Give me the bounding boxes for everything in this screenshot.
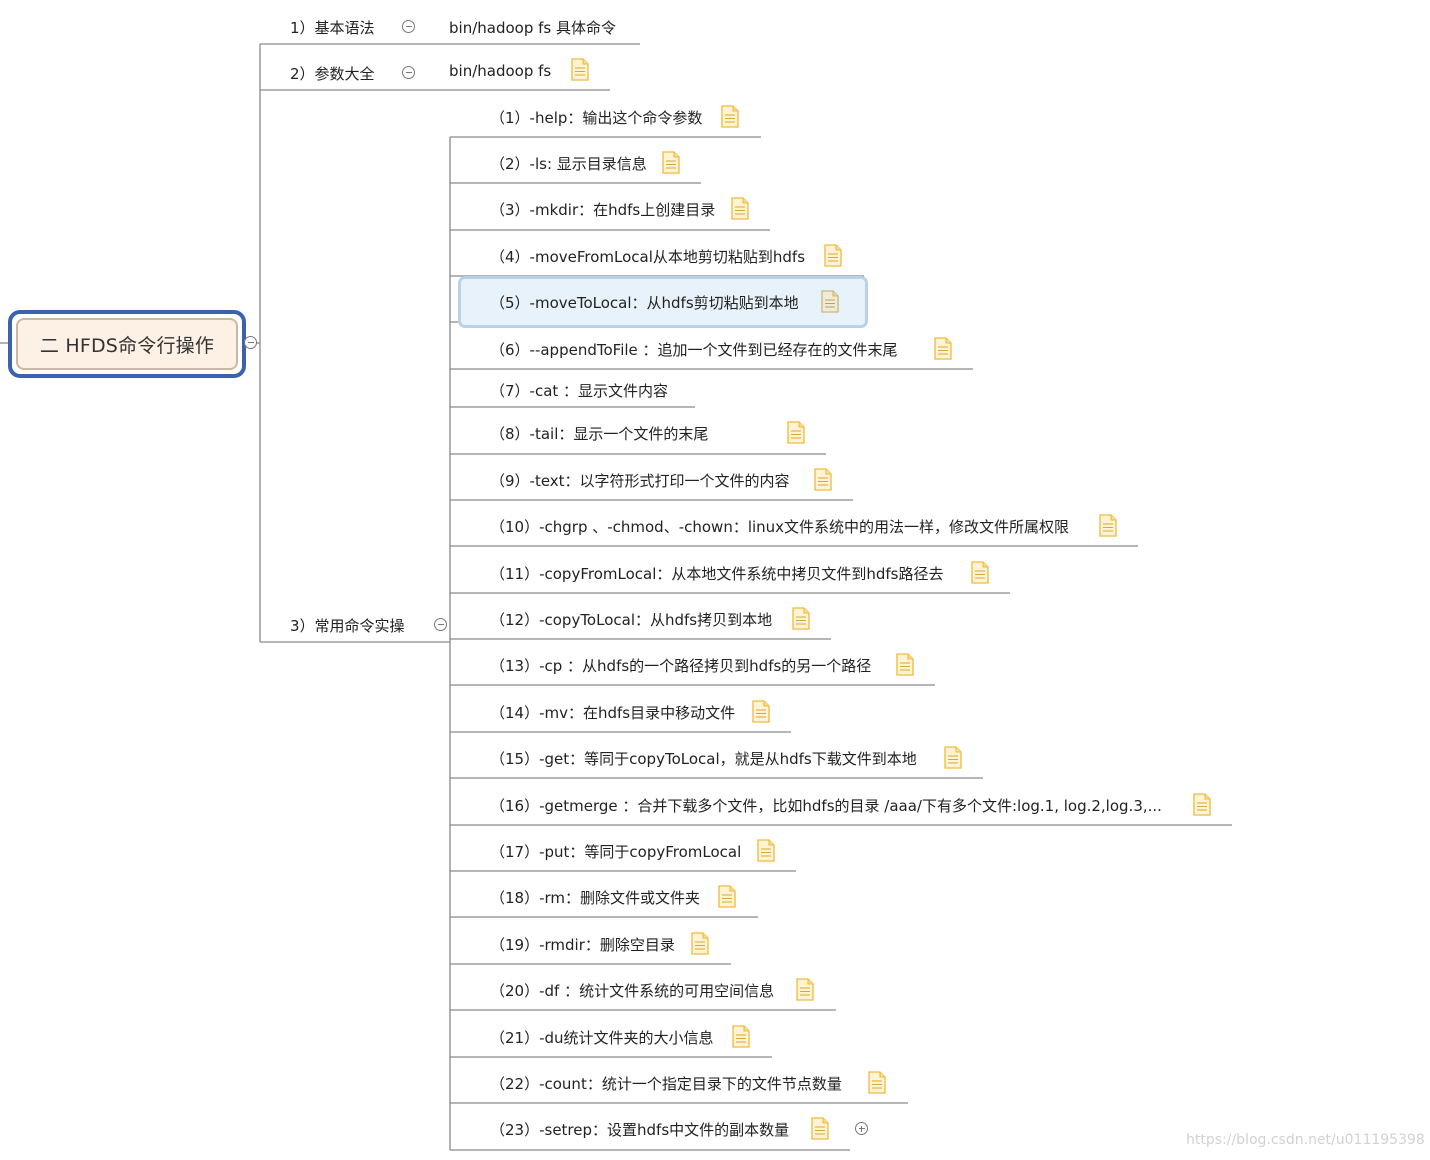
- note-icon[interactable]: [787, 421, 805, 444]
- command-topic-df[interactable]: （20）-df ：统计文件系统的可用空间信息: [490, 982, 775, 1000]
- note-icon[interactable]: [821, 290, 839, 313]
- command-topic-rm[interactable]: （18）-rm：删除文件或文件夹: [490, 889, 701, 907]
- note-icon[interactable]: [944, 746, 962, 769]
- note-icon[interactable]: [1099, 514, 1117, 537]
- note-icon[interactable]: [691, 932, 709, 955]
- note-icon[interactable]: [796, 978, 814, 1001]
- note-icon[interactable]: [752, 700, 770, 723]
- command-topic-tail[interactable]: （8）-tail：显示一个文件的末尾: [490, 425, 709, 443]
- note-icon[interactable]: [896, 653, 914, 676]
- note-icon[interactable]: [1193, 793, 1211, 816]
- command-topic-mv[interactable]: （14）-mv：在hdfs目录中移动文件: [490, 704, 736, 722]
- topic-parameters-detail[interactable]: bin/hadoop fs: [449, 62, 552, 80]
- command-topic-help[interactable]: （1）-help：输出这个命令参数: [490, 109, 703, 127]
- command-topic-cp[interactable]: （13）-cp ：从hdfs的一个路径拷贝到hdfs的另一个路径: [490, 657, 872, 675]
- command-topic-setrep[interactable]: （23）-setrep：设置hdfs中文件的副本数量: [490, 1121, 790, 1139]
- note-icon[interactable]: [934, 337, 952, 360]
- collapse-basic-syntax-icon[interactable]: [402, 20, 415, 33]
- note-icon[interactable]: [732, 1025, 750, 1048]
- root-topic-label: 二 HFDS命令行操作: [39, 334, 215, 357]
- note-icon[interactable]: [571, 58, 589, 81]
- note-icon[interactable]: [757, 839, 775, 862]
- note-icon[interactable]: [824, 244, 842, 267]
- command-topic-text[interactable]: （9）-text：以字符形式打印一个文件的内容: [490, 472, 790, 490]
- topic-basic-syntax-detail[interactable]: bin/hadoop fs 具体命令: [449, 19, 616, 37]
- note-icon[interactable]: [792, 607, 810, 630]
- topic-basic-syntax[interactable]: 1）基本语法: [290, 19, 375, 37]
- command-topic-movetolocal[interactable]: （5）-moveToLocal：从hdfs剪切粘贴到本地: [490, 294, 799, 312]
- note-icon[interactable]: [868, 1071, 886, 1094]
- note-icon[interactable]: [718, 885, 736, 908]
- command-topic-movefromlocal[interactable]: （4）-moveFromLocal从本地剪切粘贴到hdfs: [490, 248, 806, 266]
- collapse-parameters-icon[interactable]: [402, 66, 415, 79]
- note-icon[interactable]: [971, 561, 989, 584]
- command-topic-cat[interactable]: （7）-cat ：显示文件内容: [490, 382, 669, 400]
- root-topic-inner: 二 HFDS命令行操作: [16, 318, 238, 370]
- command-topic-appendtofile[interactable]: （6）--appendToFile ：追加一个文件到已经存在的文件末尾: [490, 341, 898, 359]
- watermark: https://blog.csdn.net/u011195398: [1186, 1132, 1425, 1148]
- root-topic[interactable]: 二 HFDS命令行操作: [8, 310, 246, 378]
- topic-common-commands[interactable]: 3）常用命令实操: [290, 617, 405, 635]
- collapse-common-commands-icon[interactable]: [434, 618, 447, 631]
- command-topic-get[interactable]: （15）-get：等同于copyToLocal，就是从hdfs下载文件到本地: [490, 750, 917, 768]
- command-topic-copyfromlocal[interactable]: （11）-copyFromLocal：从本地文件系统中拷贝文件到hdfs路径去: [490, 565, 944, 583]
- note-icon[interactable]: [811, 1117, 829, 1140]
- command-topic-getmerge[interactable]: （16）-getmerge ：合并下载多个文件，比如hdfs的目录 /aaa/下…: [490, 797, 1162, 815]
- topic-parameters[interactable]: 2）参数大全: [290, 65, 375, 83]
- command-topic-rmdir[interactable]: （19）-rmdir：删除空目录: [490, 936, 675, 954]
- selected-topic-highlight: [458, 276, 868, 328]
- command-topic-put[interactable]: （17）-put：等同于copyFromLocal: [490, 843, 742, 861]
- note-icon[interactable]: [814, 468, 832, 491]
- command-topic-mkdir[interactable]: （3）-mkdir：在hdfs上创建目录: [490, 201, 716, 219]
- command-topic-chgrp[interactable]: （10）-chgrp 、-chmod、-chown：linux文件系统中的用法一…: [490, 518, 1070, 536]
- note-icon[interactable]: [731, 197, 749, 220]
- root-collapse-icon[interactable]: [244, 336, 257, 349]
- command-topic-count[interactable]: （22）-count：统计一个指定目录下的文件节点数量: [490, 1075, 842, 1093]
- note-icon[interactable]: [721, 105, 739, 128]
- expand-setrep-icon[interactable]: [855, 1122, 868, 1135]
- command-topic-copytolocal[interactable]: （12）-copyToLocal：从hdfs拷贝到本地: [490, 611, 773, 629]
- command-topic-ls[interactable]: （2）-ls: 显示目录信息: [490, 155, 647, 173]
- note-icon[interactable]: [662, 151, 680, 174]
- command-topic-du[interactable]: （21）-du统计文件夹的大小信息: [490, 1029, 714, 1047]
